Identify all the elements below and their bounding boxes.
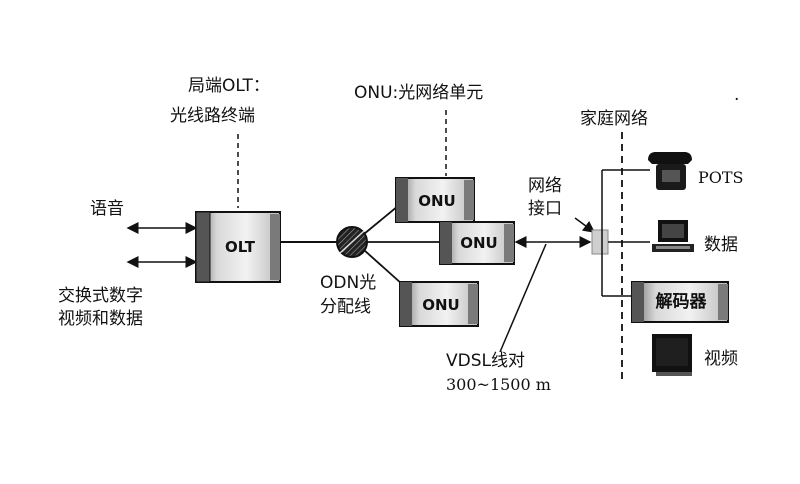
net-if-label-line1: 网络 <box>528 176 562 196</box>
branch-to-onu-top <box>363 205 399 235</box>
voice-label: 语音 <box>90 199 124 219</box>
onu-box-bot: ONU <box>399 281 479 327</box>
net-if-label-line2: 接口 <box>528 199 562 219</box>
olt-box-label: OLT <box>225 238 256 256</box>
tv-icon <box>652 334 692 376</box>
decoder-label: 解码器 <box>656 291 708 312</box>
splitter-slash <box>339 230 365 254</box>
onu-mid-label: ONU <box>460 234 498 252</box>
telephone-icon <box>648 152 692 190</box>
onu-box-top: ONU <box>395 177 475 223</box>
odn-label-line2: 分配线 <box>320 297 371 317</box>
network-interface-box <box>591 229 609 255</box>
computer-icon <box>652 220 694 252</box>
vdsl-leader-line <box>499 243 547 353</box>
vdsl-label-line1: VDSL线对 <box>446 351 525 371</box>
onu-top-label: ONU <box>418 192 456 210</box>
olt-title-line2: 光线路终端 <box>170 106 255 126</box>
olt-title-line1: 局端OLT： <box>188 76 270 96</box>
switched-data-label-line2: 视频和数据 <box>58 309 143 329</box>
video-label: 视频 <box>704 349 738 369</box>
onu-bot-label: ONU <box>422 296 460 314</box>
onu-title: ONU:光网络单元 <box>354 83 483 103</box>
decoder-box: 解码器 <box>631 281 729 323</box>
branch-to-onu-bot <box>363 249 403 285</box>
stray-dot: . <box>734 85 739 105</box>
vdsl-label-line2: 300~1500 m <box>446 375 551 394</box>
switched-data-label-line1: 交换式数字 <box>58 286 143 306</box>
pots-label: POTS <box>698 168 744 187</box>
home-network-label: 家庭网络 <box>580 109 648 129</box>
onu-box-mid: ONU <box>439 221 515 265</box>
data-label: 数据 <box>704 235 738 255</box>
odn-label-line1: ODN光 <box>320 273 376 293</box>
olt-box: OLT <box>195 211 281 283</box>
net-if-leader-arrow <box>574 217 596 233</box>
